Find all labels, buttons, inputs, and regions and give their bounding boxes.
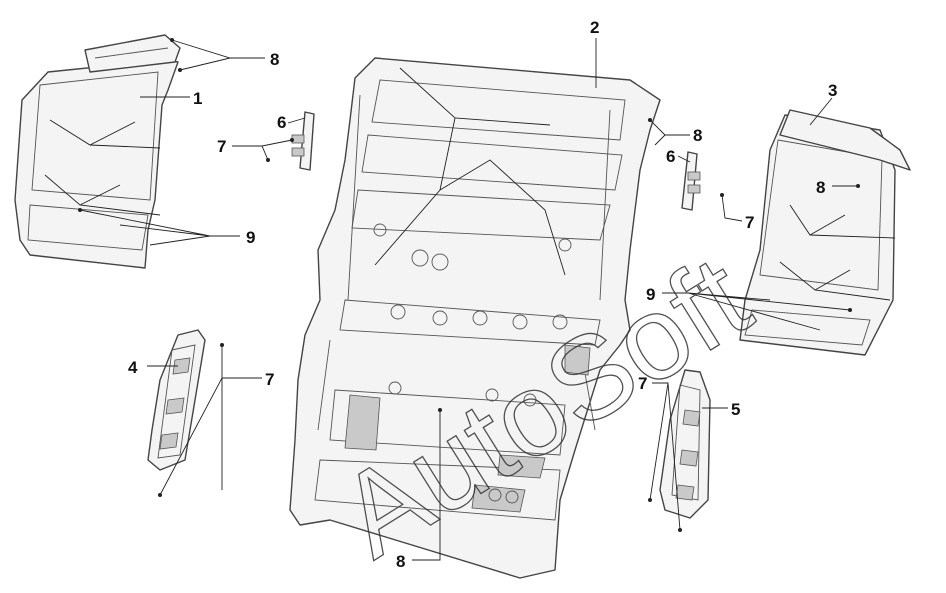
callout-8-right: 8 xyxy=(816,178,825,197)
callout-7-top-left: 7 xyxy=(217,137,226,156)
callout-1: 1 xyxy=(193,89,202,108)
callout-7-mid-left: 7 xyxy=(265,370,274,389)
part-6-right-bracket xyxy=(681,151,701,211)
part-1-left-panel xyxy=(14,34,181,269)
callout-3: 3 xyxy=(828,81,837,100)
callout-7-mid-right: 7 xyxy=(638,374,647,393)
part-2-main-floor xyxy=(289,57,661,579)
callout-8-top-left: 8 xyxy=(270,50,279,69)
part-3-right-panel xyxy=(739,109,911,356)
callout-6-right: 6 xyxy=(666,147,675,166)
part-4-left-trim xyxy=(147,329,206,471)
callout-4: 4 xyxy=(128,358,138,377)
leader-lines xyxy=(44,38,896,561)
callout-8-top-right: 8 xyxy=(693,126,702,145)
callout-2: 2 xyxy=(590,18,599,37)
callout-6-left: 6 xyxy=(277,113,286,132)
callout-labels: 1 2 3 4 5 6 6 7 7 7 7 8 8 8 8 9 9 xyxy=(128,18,837,571)
callout-7-right: 7 xyxy=(745,213,754,232)
callout-8-bottom: 8 xyxy=(396,552,405,571)
fastener-dots xyxy=(78,38,860,532)
callout-9-left: 9 xyxy=(246,228,255,247)
part-5-right-trim xyxy=(659,369,711,519)
callout-9-right: 9 xyxy=(646,285,655,304)
callout-5: 5 xyxy=(731,400,740,419)
